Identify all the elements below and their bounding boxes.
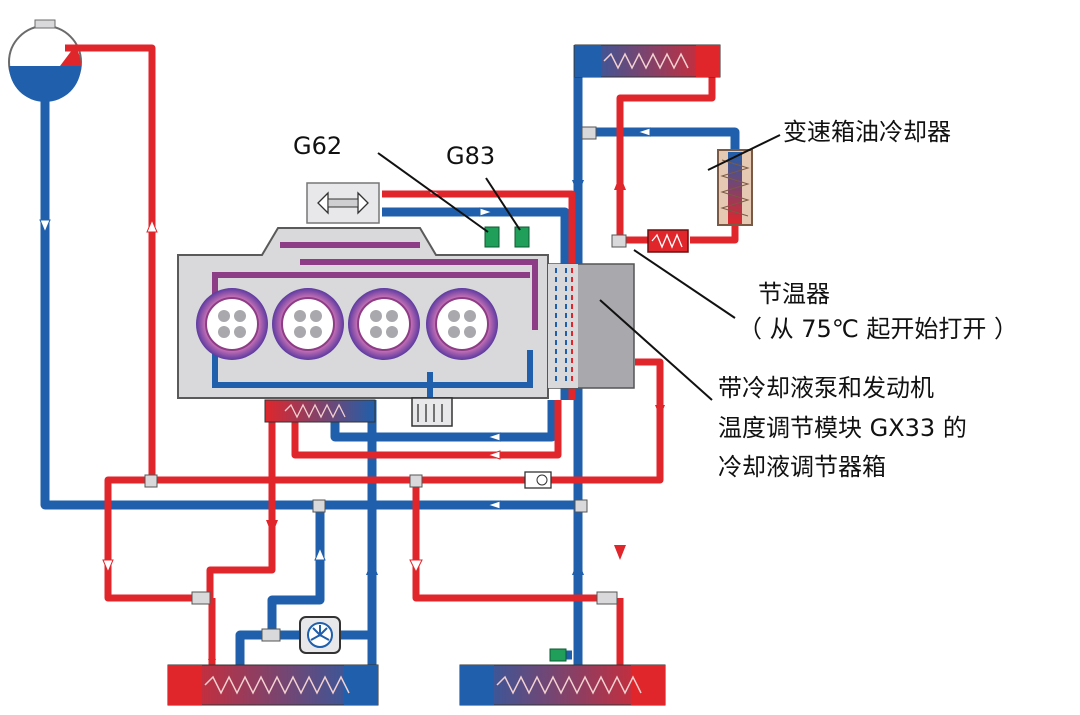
label-module-line1: 带冷却液泵和发动机 [718, 374, 934, 402]
turbocharger-unit [306, 182, 380, 224]
cylinder-1 [196, 288, 268, 360]
thermostat [647, 229, 689, 253]
main-radiator-left [167, 664, 379, 706]
check-valve [524, 471, 552, 489]
sensor-bottom [549, 648, 567, 662]
label-thermostat-note: （ 从 75℃ 起开始打开 ） [738, 315, 1019, 343]
junction-valves [144, 126, 627, 642]
auxiliary-radiator-top [574, 44, 721, 78]
coolant-regulator-housing [547, 263, 635, 389]
coolant-pump [299, 616, 341, 654]
auxiliary-radiator-bottom [459, 664, 666, 706]
sensor-g83 [514, 226, 530, 248]
label-g83: G83 [446, 142, 496, 170]
engine-block [177, 227, 549, 427]
label-module-line3: 冷却液调节器箱 [718, 453, 886, 481]
sensor-g62 [484, 226, 500, 248]
cylinder-3 [348, 288, 420, 360]
gearbox-oil-cooler [717, 149, 753, 226]
hot-coolant-pipes [65, 44, 739, 665]
expansion-tank [8, 19, 82, 102]
label-g62: G62 [293, 132, 343, 160]
label-gearbox-oil-cooler: 变速箱油冷却器 [783, 118, 951, 146]
heater-core [264, 399, 376, 423]
label-module-line2: 温度调节模块 GX33 的 [718, 414, 967, 442]
cylinder-2 [272, 288, 344, 360]
label-thermostat: 节温器 [758, 280, 830, 308]
leader-lines [377, 134, 781, 401]
flow-arrows [39, 127, 665, 660]
cylinder-4 [426, 288, 498, 360]
